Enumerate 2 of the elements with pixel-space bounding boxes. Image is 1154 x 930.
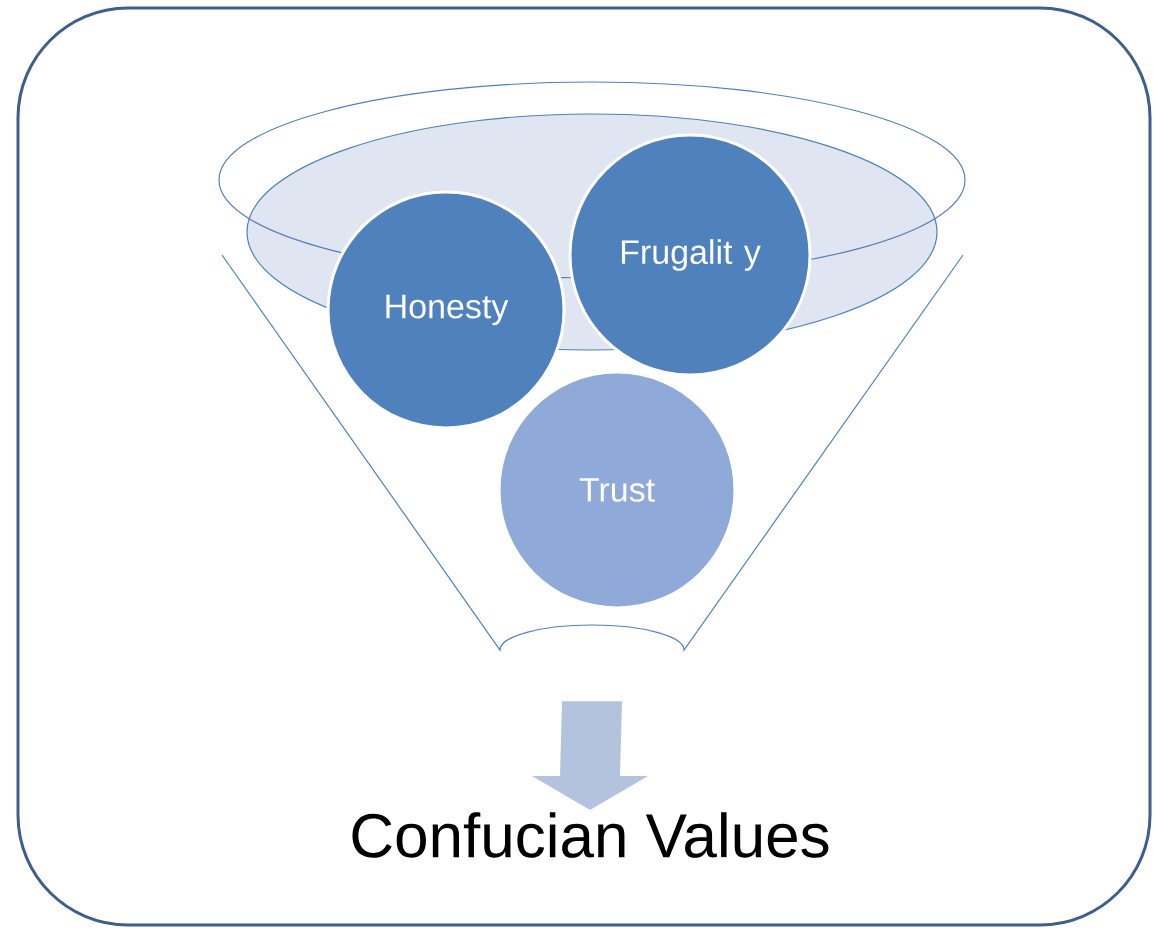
result-label: Confucian Values: [352, 812, 829, 858]
down-arrow: [532, 701, 648, 810]
